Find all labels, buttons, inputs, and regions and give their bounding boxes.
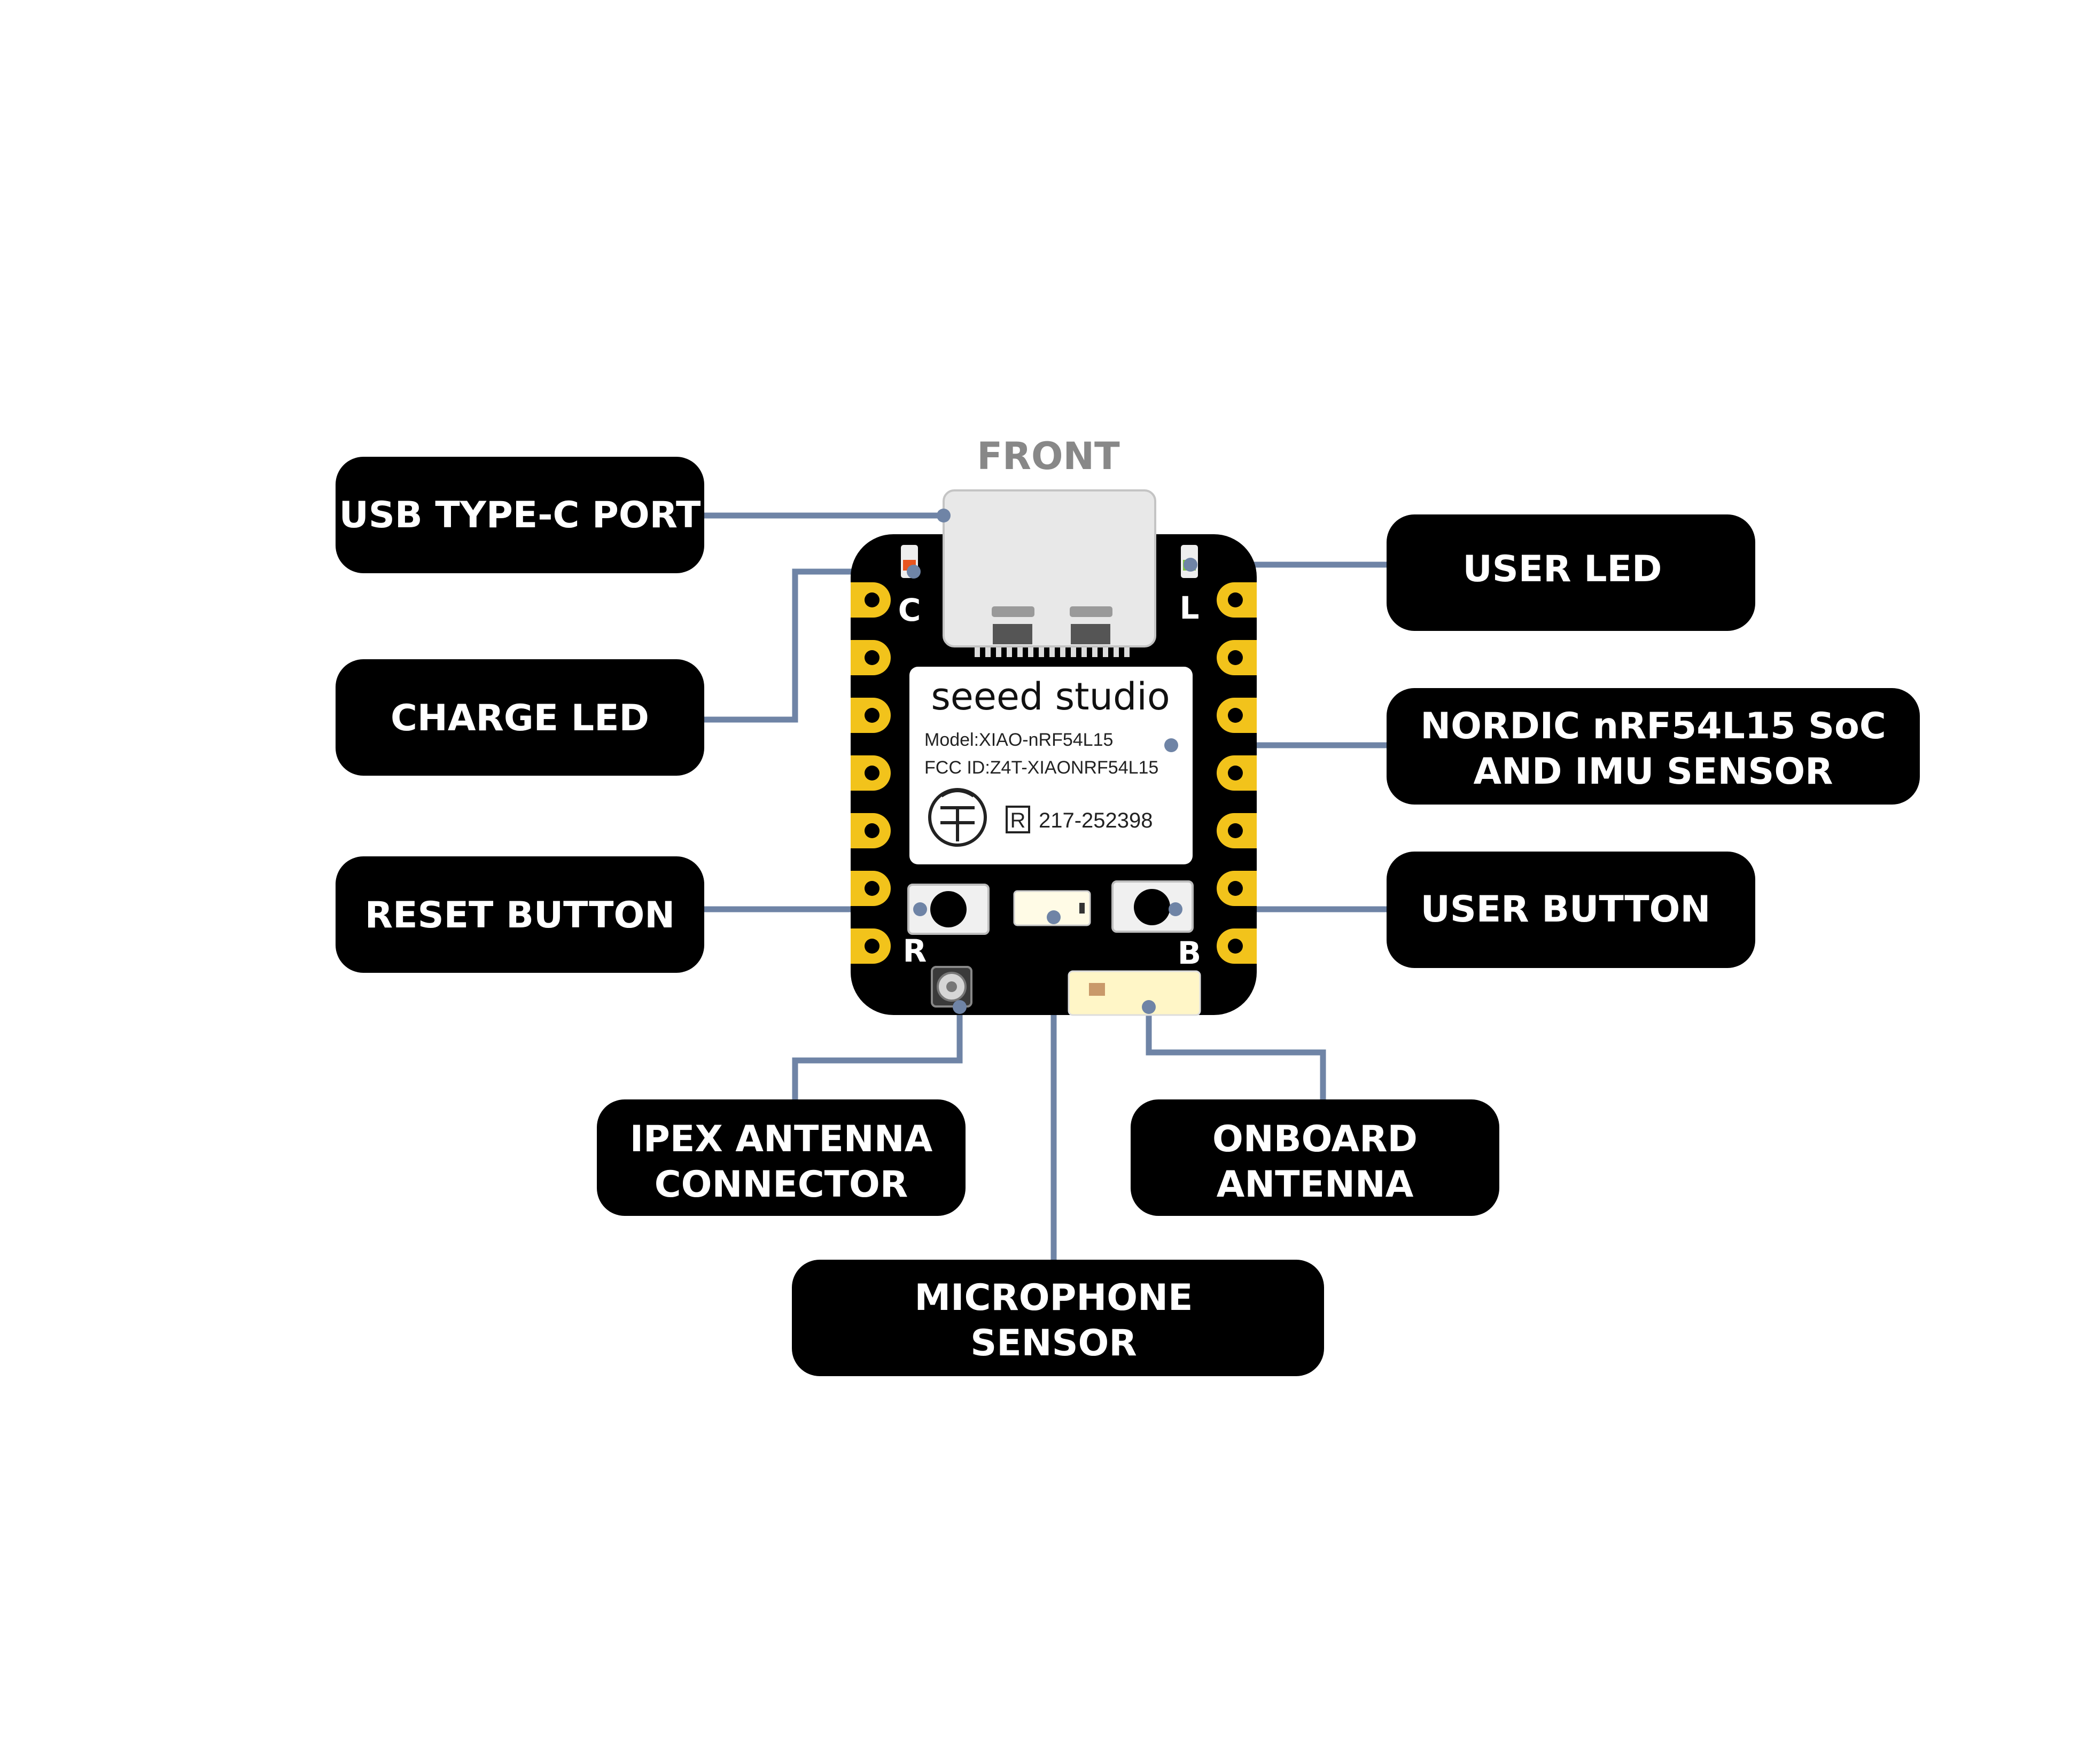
- user-led-dot: [1184, 558, 1197, 572]
- board-label-sticker: seeed studio Model:XIAO-nRF54L15 FCC ID:…: [909, 667, 1193, 864]
- usb-pins: [975, 647, 1130, 657]
- antenna-icon: [1068, 970, 1201, 1016]
- callout-charge-led-text: CHARGE LED: [391, 697, 649, 739]
- pin-hole: [1228, 823, 1243, 838]
- usb-contact: [1070, 606, 1112, 617]
- left-pin-holes: [865, 592, 879, 954]
- pin-hole: [865, 939, 879, 954]
- usb-contact: [992, 606, 1034, 617]
- callout-user-button: USER BUTTON: [1387, 852, 1755, 968]
- reset-dot: [913, 902, 927, 916]
- brand-name: seeed studio: [931, 675, 1170, 719]
- pin-hole: [865, 708, 879, 723]
- microphone-dot: [1047, 910, 1061, 924]
- pin-hole: [1228, 939, 1243, 954]
- callout-onboard-antenna: ONBOARD ANTENNA: [1131, 1099, 1499, 1216]
- diagram-title: FRONT: [977, 434, 1120, 478]
- callout-soc: NORDIC nRF54L15 SoC AND IMU SENSOR: [1387, 688, 1920, 805]
- soc-dot: [1164, 738, 1178, 752]
- model-text: Model:XIAO-nRF54L15: [924, 730, 1113, 750]
- pin-hole: [865, 881, 879, 896]
- giteki-mark-icon: [928, 788, 987, 847]
- callout-soc-line2: AND IMU SENSOR: [1474, 751, 1833, 793]
- ipex-connector-line: [792, 1007, 963, 1103]
- callout-microphone: MICROPHONE SENSOR: [792, 1260, 1324, 1376]
- cert-mark-box: [1006, 806, 1030, 833]
- callout-user-button-text: USER BUTTON: [1421, 888, 1711, 931]
- callout-onboard-antenna-line1: ONBOARD: [1212, 1118, 1418, 1160]
- pin-hole: [1228, 708, 1243, 723]
- cert-number: 217-252398: [1039, 809, 1153, 832]
- reset-button-icon: [907, 884, 990, 935]
- usb-shell: [943, 489, 1156, 647]
- pin-hole: [1228, 881, 1243, 896]
- antenna-connector-icon: [931, 966, 972, 1008]
- pin-hole: [865, 823, 879, 838]
- user-button-dot: [1169, 902, 1182, 916]
- callout-user-led-text: USER LED: [1463, 548, 1662, 590]
- pin-hole: [1228, 766, 1243, 780]
- callout-microphone-line2: SENSOR: [970, 1322, 1137, 1364]
- usb-tab: [1071, 624, 1110, 644]
- pin-hole: [865, 650, 879, 665]
- callout-ipex: IPEX ANTENNA CONNECTOR: [597, 1099, 966, 1216]
- xiao-board: C L seeed studio Model:XIAO-nRF54L15 FCC…: [851, 489, 1257, 1016]
- charge-led-dot: [907, 565, 921, 579]
- onboard-antenna-connector-line: [1146, 1007, 1326, 1103]
- microphone-icon: [1013, 890, 1091, 926]
- callout-ipex-line1: IPEX ANTENNA: [630, 1118, 933, 1160]
- callout-usb: USB TYPE-C PORT: [336, 457, 704, 573]
- pin-letter-user-led: L: [1180, 590, 1200, 626]
- callout-user-led: USER LED: [1387, 514, 1755, 631]
- user-button-icon: [1111, 880, 1194, 933]
- pin-letter-user-button: B: [1178, 935, 1201, 971]
- usb-tab: [993, 624, 1032, 644]
- fcc-id-text: FCC ID:Z4T-XIAONRF54L15: [924, 758, 1158, 778]
- pin-letter-reset: R: [903, 933, 927, 969]
- onboard-antenna-dot: [1142, 1000, 1156, 1014]
- connector-dots: [907, 509, 1197, 1014]
- usb-port-icon: [943, 489, 1156, 657]
- pin-hole: [1228, 650, 1243, 665]
- cert-mark: R: [1010, 809, 1026, 832]
- callout-ipex-line2: CONNECTOR: [655, 1164, 908, 1206]
- callout-reset-text: RESET BUTTON: [365, 894, 675, 936]
- pin-hole: [1228, 592, 1243, 607]
- pin-letter-charge: C: [898, 592, 921, 628]
- ipex-dot: [953, 1000, 967, 1014]
- pin-hole: [865, 592, 879, 607]
- callout-usb-text: USB TYPE-C PORT: [339, 494, 701, 536]
- pin-hole: [865, 766, 879, 780]
- callout-charge-led: CHARGE LED: [336, 659, 704, 776]
- callout-soc-line1: NORDIC nRF54L15 SoC: [1420, 705, 1886, 747]
- callout-reset: RESET BUTTON: [336, 856, 704, 973]
- callout-microphone-line1: MICROPHONE: [915, 1277, 1193, 1319]
- right-pin-holes: [1228, 592, 1243, 954]
- callout-onboard-antenna-line2: ANTENNA: [1217, 1164, 1414, 1206]
- usb-dot: [937, 509, 951, 522]
